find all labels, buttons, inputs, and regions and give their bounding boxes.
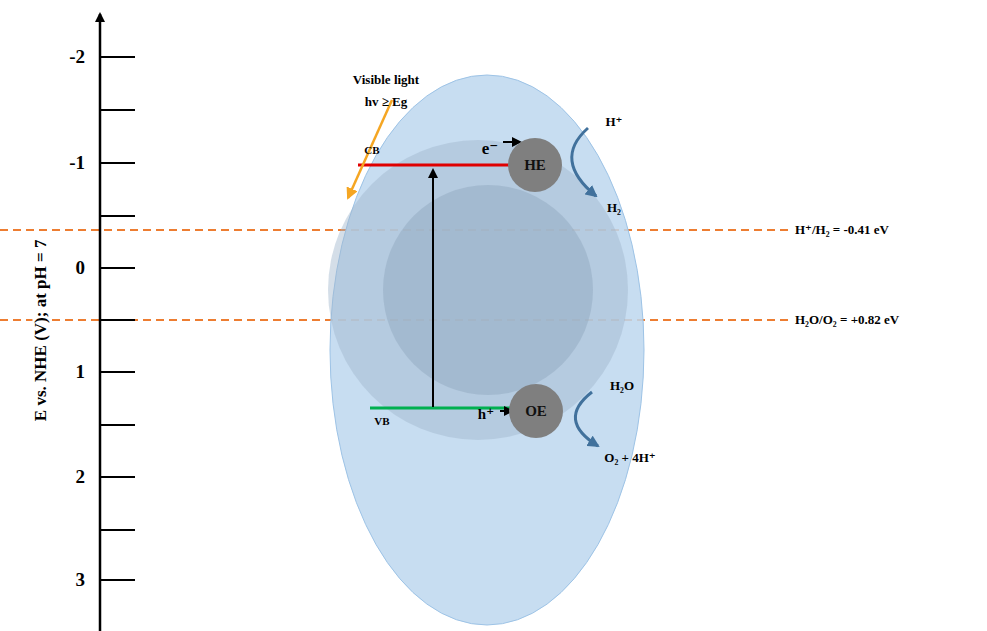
light-label: Visible light [353, 73, 419, 87]
tick-label: 1 [76, 362, 86, 383]
electrode-label: HE [524, 157, 546, 174]
light-label: hv ≥ Eg [365, 95, 408, 109]
electrode-label: OE [525, 403, 547, 420]
band-label: VB [374, 415, 389, 427]
species-label: H₂O [610, 379, 634, 393]
axis-title: E vs. NHE (V); at pH = 7 [33, 236, 52, 424]
species-label: H₂ [607, 201, 621, 215]
potential-label: H₂O/O₂ = +0.82 eV [795, 313, 899, 327]
carrier-label: h⁺ [478, 406, 494, 423]
electrode-circle: OE [509, 384, 563, 438]
tick-label: 0 [76, 258, 86, 279]
electrode-circle: HE [508, 138, 562, 192]
species-label: H⁺ [606, 115, 623, 129]
tick-label: 2 [76, 467, 86, 488]
species-label: O₂ + 4H⁺ [604, 451, 655, 465]
tick-label: -1 [69, 153, 85, 174]
tick-label: 3 [76, 570, 86, 591]
tick-label: -2 [69, 47, 85, 68]
band-label: CB [364, 144, 379, 156]
carrier-label: e⁻ [482, 140, 499, 159]
potential-label: H⁺/H₂ = -0.41 eV [795, 223, 889, 237]
